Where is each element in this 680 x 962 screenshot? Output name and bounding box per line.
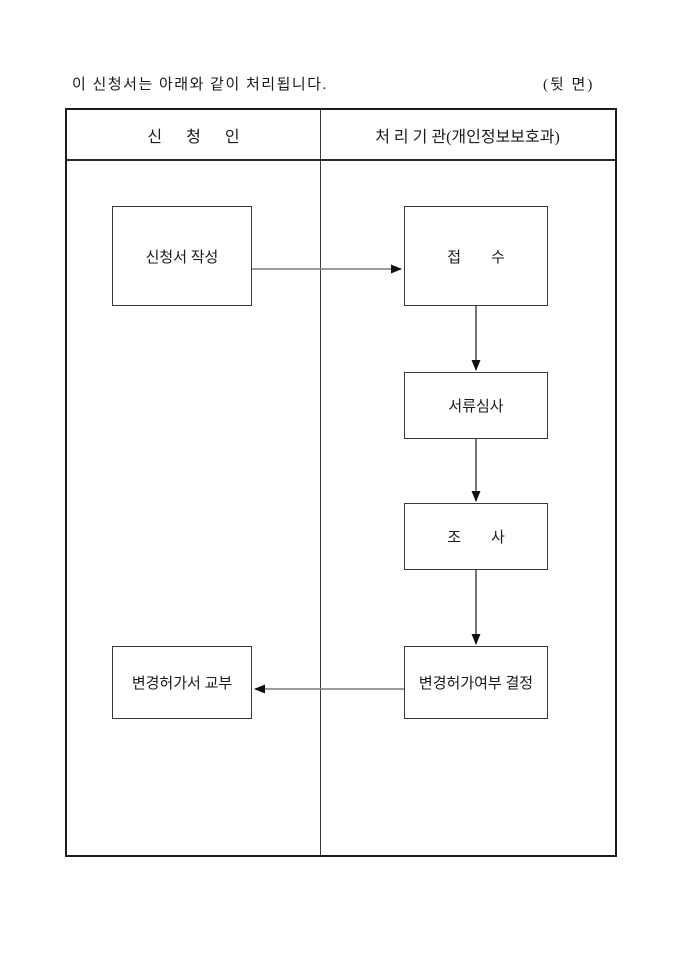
flow-node-decision: 변경허가여부 결정 (404, 646, 548, 719)
back-side-label: (뒷 면) (543, 77, 595, 93)
flow-node-issue-permit: 변경허가서 교부 (112, 646, 252, 719)
flow-node-document-review: 서류심사 (404, 372, 548, 439)
column-divider-line (320, 110, 321, 855)
header-cell-applicant: 신 청 인 (147, 128, 240, 146)
flow-node-investigation: 조 사 (404, 503, 548, 570)
table-header-row: 신 청 인 처 리 기 관(개인정보보호과) (67, 110, 615, 161)
header-cell-agency: 처 리 기 관(개인정보보호과) (375, 128, 560, 146)
flow-node-receipt: 접 수 (404, 206, 548, 306)
flow-node-write-application: 신청서 작성 (112, 206, 252, 306)
processing-table: 신 청 인 처 리 기 관(개인정보보호과) (65, 108, 617, 857)
processing-note-text: 이 신청서는 아래와 같이 처리됩니다. (72, 77, 328, 93)
